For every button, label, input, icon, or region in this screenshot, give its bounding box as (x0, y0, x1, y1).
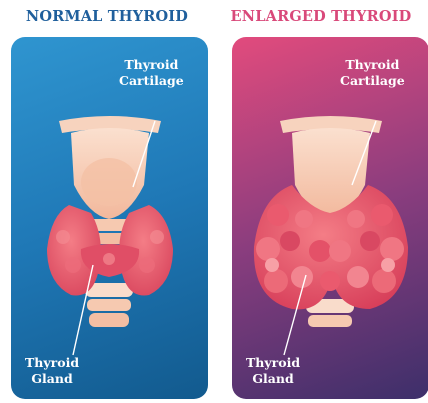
gland-label-normal: Thyroid Gland (25, 355, 79, 387)
gland-label-line-2: Gland (246, 371, 300, 387)
enlarged-thyroid-title: ENLARGED THYROID (214, 6, 428, 28)
cartilage-label-line-2: Cartilage (340, 73, 405, 89)
gland-label-line-2: Gland (25, 371, 79, 387)
cartilage-label-enlarged: Thyroid Cartilage (340, 57, 405, 89)
enlarged-thyroid-panel: Thyroid Cartilage Thyroid Gland (232, 37, 428, 399)
normal-thyroid-illustration (11, 37, 208, 399)
normal-thyroid-panel: Thyroid Cartilage Thyroid Gland (11, 37, 208, 399)
gland-label-line-1: Thyroid (246, 355, 300, 371)
cartilage-label-line-1: Thyroid (119, 57, 184, 73)
cartilage-label-line-1: Thyroid (340, 57, 405, 73)
gland-label-line-1: Thyroid (25, 355, 79, 371)
enlarged-thyroid-illustration (232, 37, 428, 399)
gland-label-enlarged: Thyroid Gland (246, 355, 300, 387)
cartilage-label-normal: Thyroid Cartilage (119, 57, 184, 89)
normal-thyroid-title: NORMAL THYROID (0, 6, 214, 28)
cartilage-label-line-2: Cartilage (119, 73, 184, 89)
